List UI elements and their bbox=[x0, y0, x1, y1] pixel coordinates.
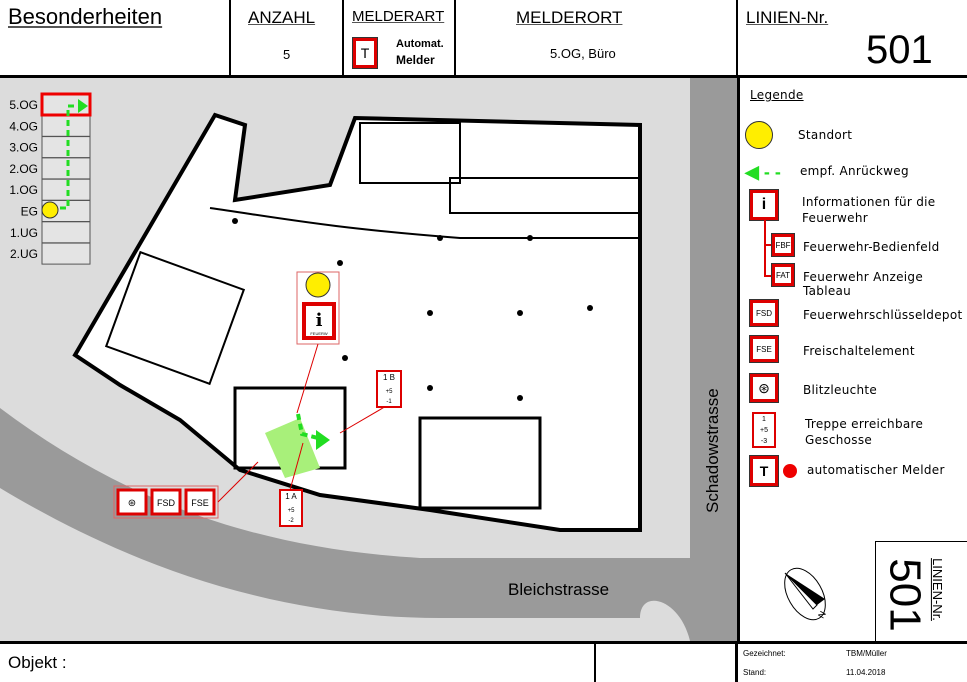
floor-cell bbox=[41, 114, 91, 137]
fsd-icon bbox=[150, 488, 182, 516]
svg-text:1 B: 1 B bbox=[383, 373, 395, 382]
legend-fat: Feuerwehr Anzeige Tableau bbox=[803, 270, 924, 298]
standort-icon bbox=[745, 121, 773, 149]
blitzleuchte-legend-icon: ⊛ bbox=[749, 373, 779, 403]
stair-1b-label: 1 B +5 -1 bbox=[339, 370, 402, 434]
linien-label-rotated: LINIEN-Nr. bbox=[929, 558, 945, 621]
standort-circle bbox=[305, 272, 331, 298]
floor-cell bbox=[41, 136, 91, 159]
melderart-value-1: Automat. bbox=[396, 38, 444, 50]
legend-anrueckweg: empf. Anrückweg bbox=[800, 164, 909, 178]
floor-label: 5.OG bbox=[9, 98, 38, 112]
legend-connector-2 bbox=[764, 244, 772, 246]
legend-fsd: Feuerwehrschlüsseldepot bbox=[803, 308, 963, 322]
legend-blitzleuchte: Blitzleuchte bbox=[803, 383, 878, 397]
fse-legend-icon: FSE bbox=[749, 335, 779, 363]
fse-icon bbox=[184, 488, 216, 516]
info-icon bbox=[302, 302, 336, 340]
legend-connector bbox=[764, 220, 772, 277]
building-outline bbox=[72, 112, 642, 532]
melder-dot-icon bbox=[783, 464, 797, 478]
fbf-icon: FBF bbox=[771, 233, 795, 257]
svg-text:1 A: 1 A bbox=[285, 492, 297, 501]
header: Besonderheiten ANZAHL 5 MELDERART T Auto… bbox=[0, 0, 967, 78]
linien-cell: LINIEN-Nr. 501 bbox=[738, 0, 967, 76]
floor-label: 1.UG bbox=[10, 226, 38, 240]
floor-label: 4.OG bbox=[9, 119, 38, 133]
objekt-cell: Objekt : bbox=[0, 644, 596, 682]
anzahl-label: ANZAHL bbox=[248, 8, 316, 27]
fat-icon: FAT bbox=[771, 263, 795, 287]
objekt-label: Objekt : bbox=[8, 653, 67, 672]
melder-legend-icon: T bbox=[749, 455, 779, 487]
floor-label: 2.UG bbox=[10, 247, 38, 261]
legend-fbf: Feuerwehr-Bedienfeld bbox=[803, 240, 940, 254]
info-legend-icon: i bbox=[749, 189, 779, 221]
melderort-cell: MELDERORT 5.OG, Büro bbox=[456, 0, 738, 76]
melderart-value-2: Melder bbox=[396, 53, 435, 67]
standort-marker bbox=[41, 201, 59, 219]
floor-indicator: 5.OG 4.OG 3.OG 2.OG 1.OG EG 1.UG 2.UG bbox=[9, 92, 92, 265]
anzahl-value: 5 bbox=[283, 47, 291, 62]
svg-text:+5: +5 bbox=[288, 508, 296, 514]
empty-cell bbox=[596, 644, 738, 682]
anzahl-cell: ANZAHL 5 bbox=[231, 0, 344, 76]
floor-cell bbox=[41, 157, 91, 180]
svg-text:i: i bbox=[316, 310, 323, 331]
besonderheiten-cell: Besonderheiten bbox=[0, 0, 231, 76]
legend-treppe: Treppe erreichbare Geschosse bbox=[805, 417, 924, 447]
legend-melder: automatischer Melder bbox=[807, 463, 945, 477]
legend-info: Informationen für die Feuerwehr bbox=[802, 195, 936, 225]
current-floor-marker bbox=[40, 92, 92, 117]
road bbox=[0, 78, 737, 641]
floor-label: 2.OG bbox=[9, 162, 38, 176]
linien-label: LINIEN-Nr. bbox=[746, 8, 829, 27]
street-bleichstrasse: Bleichstrasse bbox=[508, 580, 609, 599]
melderort-value: 5.OG, Büro bbox=[550, 46, 616, 61]
floor-label: EG bbox=[21, 205, 38, 219]
info-icon-label: FEUERW bbox=[310, 331, 327, 336]
floor-cell bbox=[41, 221, 91, 244]
linien-value-rotated: 501 bbox=[880, 558, 930, 632]
route-arrow bbox=[296, 413, 319, 440]
treppe-legend-icon: 1+5-3 bbox=[752, 412, 776, 448]
svg-text:N: N bbox=[816, 609, 828, 620]
linien-box-rotated: 501 LINIEN-Nr. bbox=[875, 541, 967, 641]
legend-title: Legende bbox=[750, 88, 804, 102]
stand-value: 11.04.2018 bbox=[846, 668, 886, 677]
fsd-label: FSD bbox=[157, 498, 176, 508]
route-arrowhead bbox=[316, 430, 330, 450]
melder-icon: T bbox=[352, 37, 378, 69]
legend-panel: Legende Standort ◀ - - empf. Anrückweg i… bbox=[737, 78, 967, 641]
footer: Objekt : Gezeichnet: TBM/Müller Stand: 1… bbox=[0, 641, 967, 682]
fsd-legend-icon: FSD bbox=[749, 299, 779, 327]
gezeichnet-label: Gezeichnet: bbox=[743, 649, 786, 658]
fse-label: FSE bbox=[191, 498, 209, 508]
stand-label: Stand: bbox=[743, 668, 767, 677]
melderart-cell: MELDERART T Automat. Melder bbox=[344, 0, 456, 76]
route-icon: ◀ - - bbox=[745, 162, 781, 182]
stair-1a-label: 1 A +5 -2 bbox=[279, 442, 304, 527]
standort-area bbox=[265, 418, 320, 478]
north-arrow-icon: N bbox=[784, 567, 828, 621]
street-schadowstrasse: Schadowstrasse bbox=[703, 388, 722, 513]
linien-value: 501 bbox=[866, 28, 933, 72]
floor-cell bbox=[41, 242, 91, 265]
legend-fse: Freischaltelement bbox=[803, 344, 915, 358]
svg-text:-1: -1 bbox=[386, 399, 392, 405]
floor-cell bbox=[41, 178, 91, 201]
gezeichnet-value: TBM/Müller bbox=[846, 649, 887, 658]
floor-label: 3.OG bbox=[9, 141, 38, 155]
melderort-label: MELDERORT bbox=[516, 8, 623, 27]
melderart-label: MELDERART bbox=[352, 8, 445, 25]
besonderheiten-label: Besonderheiten bbox=[8, 4, 163, 29]
floor-label: 1.OG bbox=[9, 183, 38, 197]
legend-standort: Standort bbox=[798, 128, 853, 142]
svg-text:-2: -2 bbox=[288, 518, 294, 524]
svg-text:+5: +5 bbox=[386, 389, 394, 395]
svg-text:⊛: ⊛ bbox=[128, 498, 136, 509]
blitzleuchte-icon bbox=[116, 488, 148, 516]
